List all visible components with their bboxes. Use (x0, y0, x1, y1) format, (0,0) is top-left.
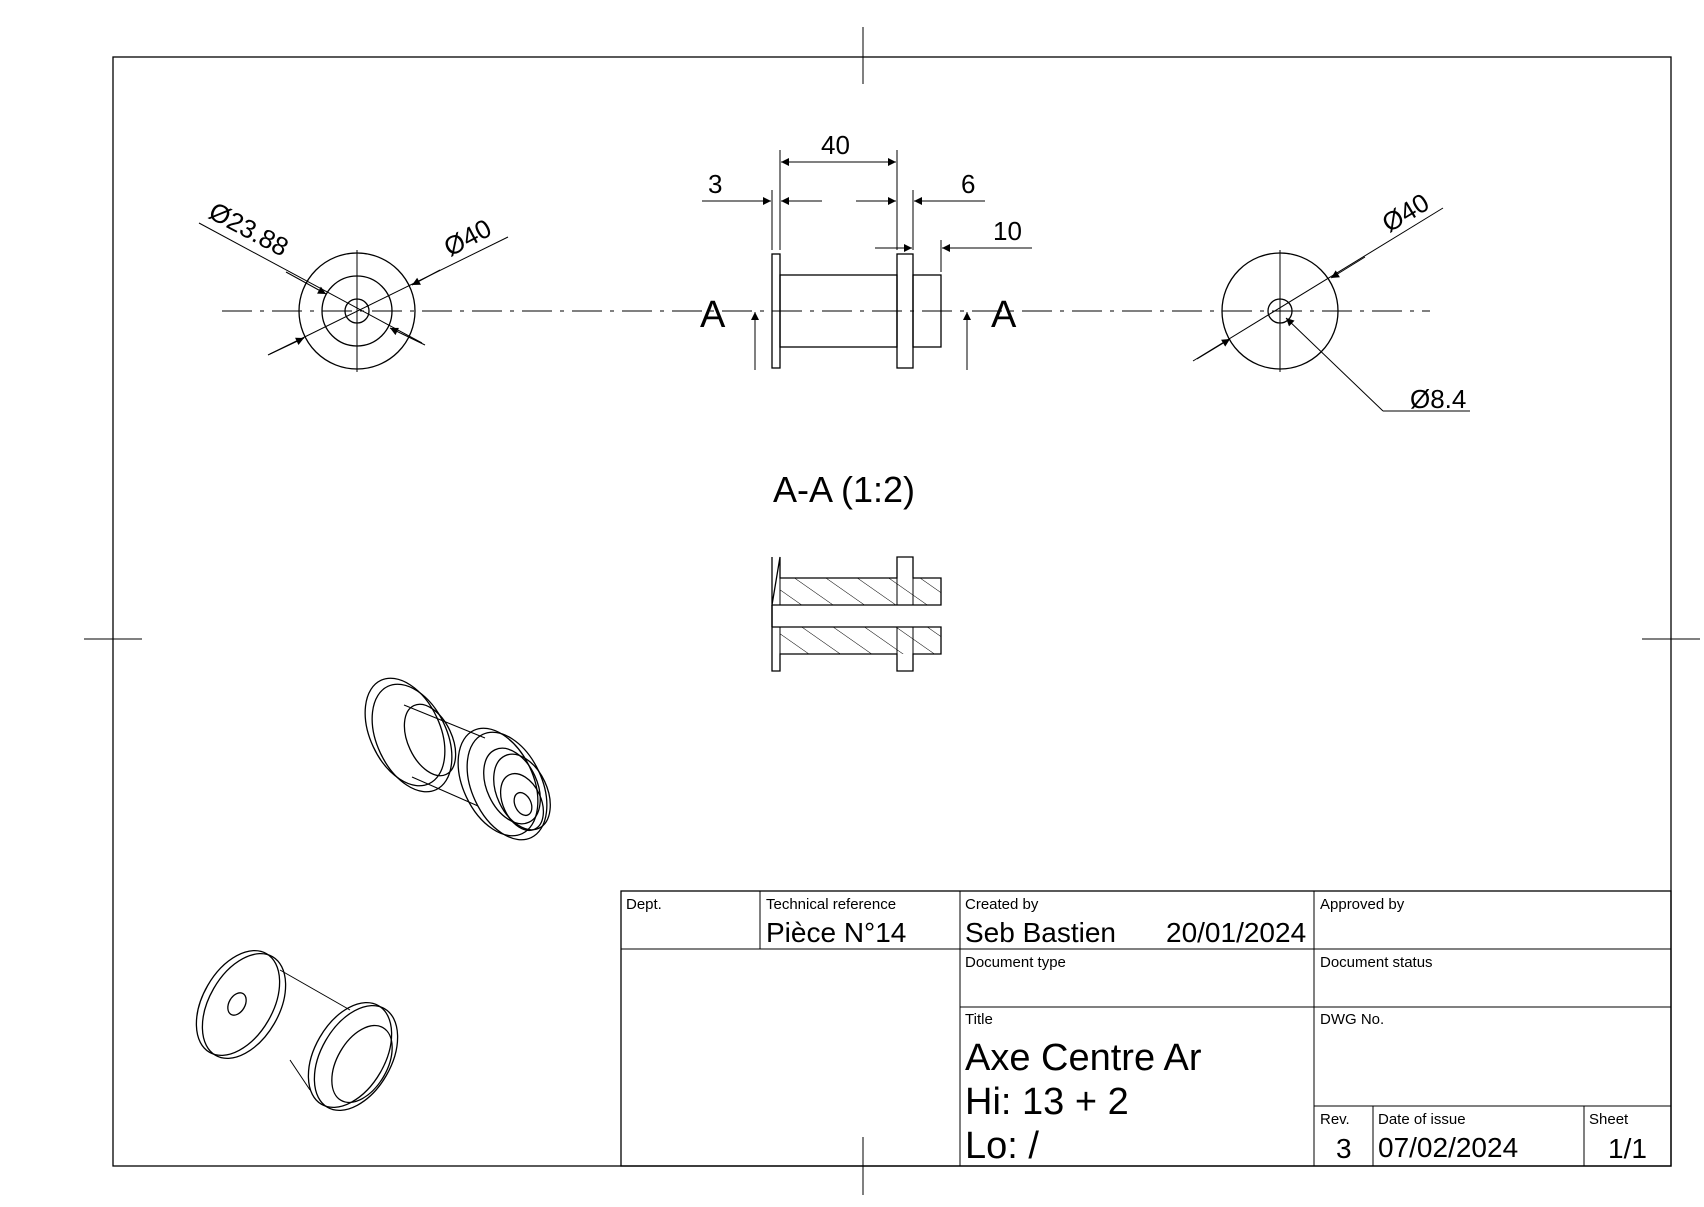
title-line-3: Lo: / (965, 1125, 1039, 1167)
section-title: A-A (1:2) (773, 469, 915, 510)
isometric-view-upper (364, 677, 551, 841)
title-block: Dept. Technical reference Pièce N°14 Cre… (620, 890, 1672, 1167)
created-date-value: 20/01/2024 (1166, 917, 1306, 948)
technical-reference-value: Pièce N°14 (766, 917, 906, 948)
sheet-label: Sheet (1589, 1111, 1629, 1128)
sheet-value: 1/1 (1608, 1133, 1647, 1164)
front-view: 40 3 6 10 A A (700, 130, 1032, 370)
revision-label: Rev. (1320, 1111, 1350, 1128)
section-view (771, 556, 942, 672)
title-label: Title (965, 1011, 993, 1028)
dim-diameter-40-left: Ø40 (439, 213, 496, 263)
date-of-issue-label: Date of issue (1378, 1111, 1466, 1128)
section-letter-right: A (991, 294, 1017, 336)
technical-reference-label: Technical reference (766, 896, 896, 913)
document-type-label: Document type (965, 954, 1066, 971)
isometric-view-lower (195, 949, 399, 1112)
dim-flange-6: 6 (961, 169, 975, 199)
section-letter-left: A (700, 294, 726, 336)
revision-value: 3 (1336, 1133, 1352, 1164)
dim-flange-3: 3 (708, 169, 722, 199)
created-by-label: Created by (965, 896, 1039, 913)
created-by-value: Seb Bastien (965, 917, 1116, 948)
title-line-2: Hi: 13 + 2 (965, 1081, 1129, 1123)
right-end-view: Ø40 Ø8.4 (1192, 187, 1470, 414)
document-status-label: Document status (1320, 954, 1433, 971)
dim-hole-8-4: Ø8.4 (1410, 384, 1466, 414)
date-of-issue-value: 07/02/2024 (1378, 1132, 1518, 1163)
left-end-view: Ø23.88 Ø40 (198, 196, 509, 372)
dept-label: Dept. (626, 896, 662, 913)
approved-by-label: Approved by (1320, 896, 1405, 913)
dim-length-40: 40 (821, 130, 850, 160)
dwg-number-label: DWG No. (1320, 1011, 1384, 1028)
dim-diameter-23-88: Ø23.88 (204, 196, 293, 263)
drawing-frame (84, 27, 1700, 1195)
title-line-1: Axe Centre Ar (965, 1037, 1202, 1079)
dim-stub-10: 10 (993, 216, 1022, 246)
